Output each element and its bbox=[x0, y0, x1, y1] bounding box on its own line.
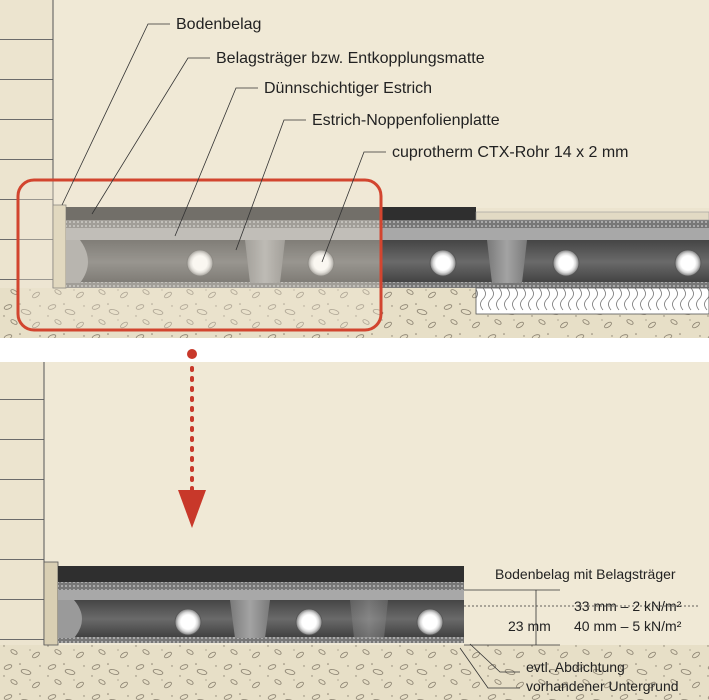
label-bodenbelag-mit-traeger: Bodenbelag mit Belagsträger bbox=[495, 566, 676, 582]
label-noppenplatte: Estrich-Noppenfolienplatte bbox=[312, 112, 500, 129]
separator-band bbox=[0, 338, 709, 362]
pipe-icon bbox=[295, 608, 323, 636]
pipe-icon bbox=[552, 249, 580, 277]
floor-covering-lower bbox=[58, 566, 464, 582]
pipe-icon bbox=[416, 608, 444, 636]
zoom-arrow bbox=[178, 349, 206, 528]
leader-lines-upper bbox=[61, 23, 386, 263]
upper-section: Bodenbelag Belagsträger bzw. Entkopplung… bbox=[0, 0, 709, 338]
wall-upper bbox=[0, 0, 53, 290]
nubs-upper bbox=[66, 240, 527, 283]
label-rohr: cuprotherm CTX-Rohr 14 x 2 mm bbox=[392, 144, 629, 161]
label-belagstraeger: Belagsträger bzw. Entkopplungsmatte bbox=[216, 50, 485, 67]
pipes-lower bbox=[174, 608, 444, 636]
label-untergrund: vorhandener Untergrund bbox=[526, 678, 679, 694]
label-load-1: 33 mm – 2 kN/m² bbox=[574, 598, 682, 614]
nub-plate-upper bbox=[66, 240, 709, 284]
pipe-icon bbox=[674, 249, 702, 277]
lower-section: Bodenbelag mit Belagsträger 23 mm 33 mm … bbox=[0, 362, 709, 700]
pipe-icon bbox=[429, 249, 457, 277]
thin-screed-upper bbox=[66, 228, 709, 242]
pipe-icon bbox=[186, 249, 214, 277]
label-bodenbelag: Bodenbelag bbox=[176, 16, 261, 33]
label-estrich: Dünnschichtiger Estrich bbox=[264, 80, 432, 97]
subfloor-gravel-lower bbox=[0, 645, 709, 700]
wall-lower bbox=[0, 362, 44, 649]
carrier-mat-upper bbox=[66, 220, 709, 228]
detail-highlight-box bbox=[16, 178, 383, 332]
dimension-lines bbox=[459, 589, 700, 689]
pipe-icon bbox=[307, 249, 335, 277]
floor-covering-upper bbox=[66, 207, 476, 220]
label-load-2: 40 mm – 5 kN/m² bbox=[574, 618, 682, 634]
pipe-icon bbox=[174, 608, 202, 636]
insulation-upper bbox=[475, 287, 709, 315]
pipes-upper bbox=[186, 249, 702, 277]
label-abdichtung: evtl. Abdichtung bbox=[526, 659, 625, 675]
label-height: 23 mm bbox=[508, 618, 551, 634]
